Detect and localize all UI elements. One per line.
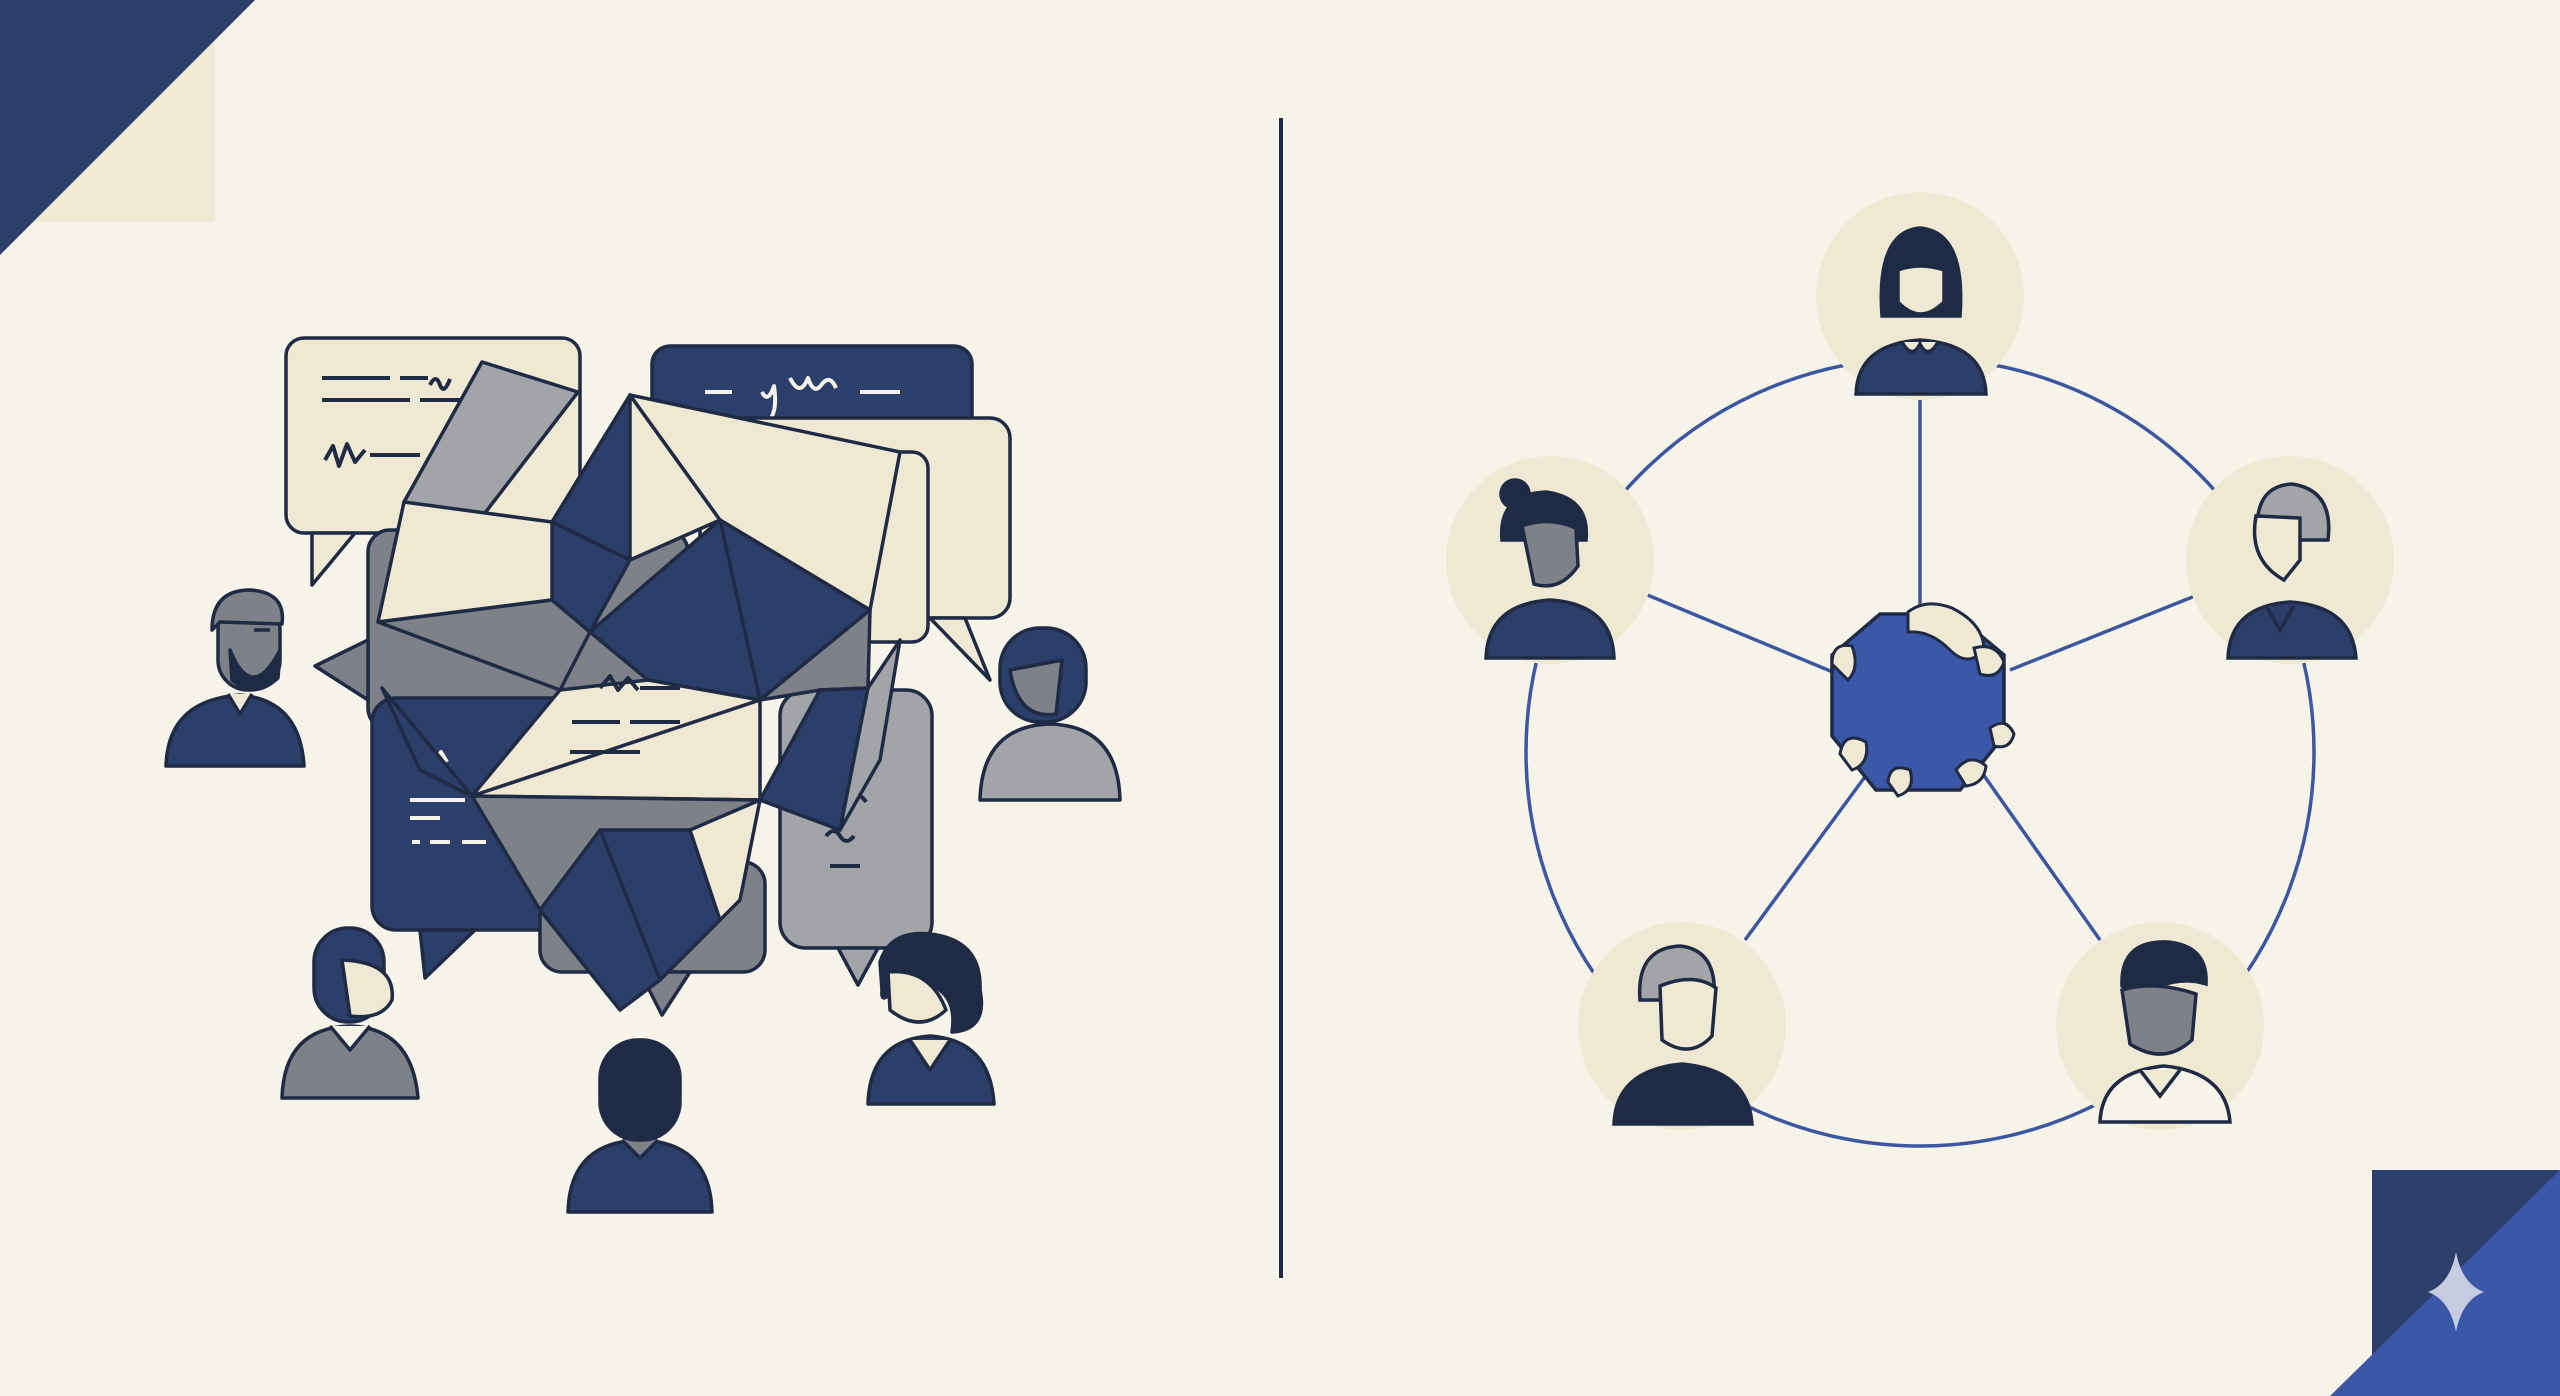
right-panel-network	[1446, 192, 2394, 1148]
network-node-right-man	[2186, 456, 2394, 664]
person-bearded-man	[164, 588, 306, 768]
person-woman-right-top	[978, 626, 1122, 802]
sparkle-icon	[2428, 1252, 2484, 1332]
tangled-shapes-center	[376, 360, 902, 1012]
hub-node	[1830, 602, 2016, 798]
corner-decoration-top-left	[0, 0, 255, 255]
network-node-bottom-left-man	[1578, 922, 1786, 1130]
corner-decoration-bottom-right	[2330, 1170, 2560, 1396]
network-node-left-woman	[1446, 456, 1654, 664]
network-spokes	[1644, 395, 2201, 942]
person-woman-curly	[866, 931, 996, 1106]
person-bald-man-back	[566, 1038, 714, 1214]
network-node-top-woman	[1816, 192, 2024, 400]
person-man-gray-shirt	[280, 926, 420, 1100]
network-node-bottom-right-man	[2056, 922, 2264, 1130]
left-panel-chaos	[164, 336, 1122, 1214]
handshake-icon	[1830, 602, 2016, 798]
